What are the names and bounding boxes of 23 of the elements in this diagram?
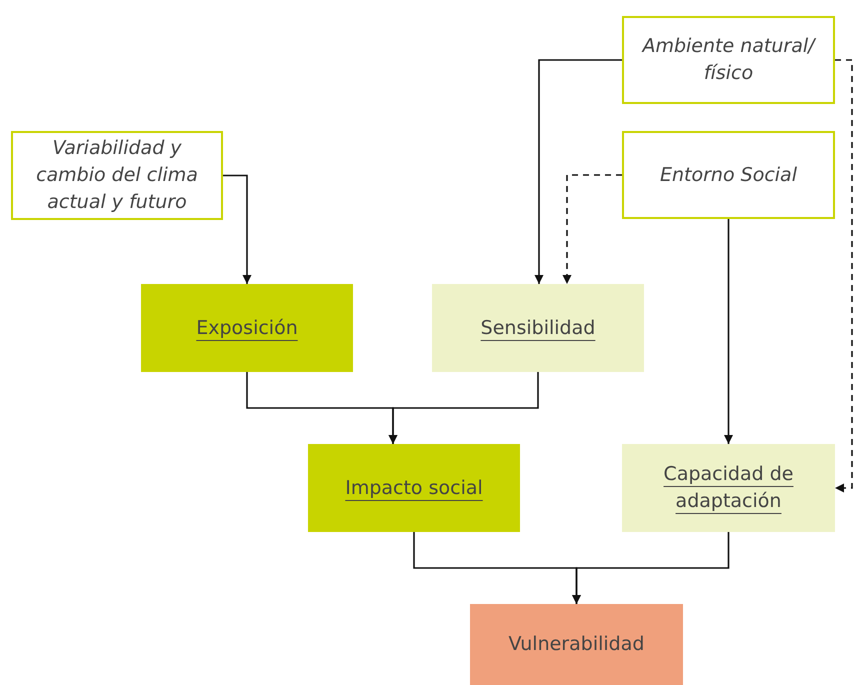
arrow (223, 174, 252, 284)
node-label: Variabilidad y cambio del clima actual y futuro (35, 136, 199, 215)
arrow (534, 59, 622, 284)
process-box (141, 284, 353, 372)
node-label: Vulnerabilidad (508, 632, 644, 657)
node-label: Capacidad de adaptación (662, 462, 794, 514)
arrow (388, 372, 539, 444)
input-box (622, 131, 835, 219)
arrow (835, 59, 853, 492)
node-label: Impacto social (345, 476, 483, 500)
arrow (572, 532, 730, 604)
process-box (308, 444, 520, 532)
node-label: Exposición (196, 316, 298, 340)
process-box (622, 444, 835, 532)
result-box (470, 604, 683, 685)
node-label: Ambiente natural/ físico (640, 34, 818, 86)
node-label: Entorno Social (660, 162, 797, 188)
input-box (622, 16, 835, 104)
node-label: Sensibilidad (480, 316, 596, 340)
arrow (562, 174, 622, 284)
process-box (432, 284, 644, 372)
arrow (724, 219, 733, 444)
input-box (11, 131, 223, 220)
